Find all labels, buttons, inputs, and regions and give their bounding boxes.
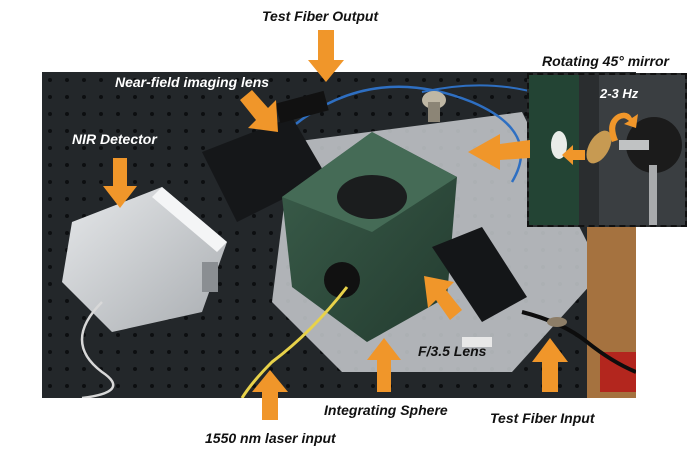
arrow-test-fiber-input bbox=[532, 338, 568, 392]
label-rotating-mirror: Rotating 45° mirror bbox=[542, 53, 669, 69]
near-field-lens-tube bbox=[202, 117, 327, 222]
rotation-icon bbox=[609, 112, 638, 142]
arrow-inset-small bbox=[562, 145, 585, 165]
arrow-rotating-mirror bbox=[468, 134, 530, 170]
arrow-f-lens bbox=[424, 276, 462, 320]
arrow-nir-detector bbox=[103, 158, 137, 208]
f-lens-tube bbox=[432, 227, 527, 322]
label-f-lens: F/3.5 Lens bbox=[418, 343, 487, 359]
label-test-fiber-input: Test Fiber Input bbox=[490, 410, 595, 426]
label-laser-input: 1550 nm laser input bbox=[205, 430, 336, 446]
detector-cable bbox=[80, 301, 115, 398]
label-test-fiber-output: Test Fiber Output bbox=[262, 8, 379, 24]
arrow-integrating-sphere bbox=[367, 338, 401, 392]
arrow-test-fiber-output bbox=[308, 30, 344, 82]
yellow-fiber bbox=[240, 286, 349, 398]
label-integrating-sphere: Integrating Sphere bbox=[324, 402, 448, 418]
label-frequency: 2-3 Hz bbox=[600, 86, 639, 101]
arrow-near-field-lens bbox=[240, 90, 278, 132]
inset-scene bbox=[529, 75, 685, 225]
test-fiber-input-cable bbox=[521, 310, 636, 374]
arrow-laser-input bbox=[252, 370, 288, 420]
label-nir-detector: NIR Detector bbox=[72, 131, 157, 147]
label-near-field-lens: Near-field imaging lens bbox=[115, 74, 270, 90]
sphere-lid bbox=[337, 175, 407, 219]
